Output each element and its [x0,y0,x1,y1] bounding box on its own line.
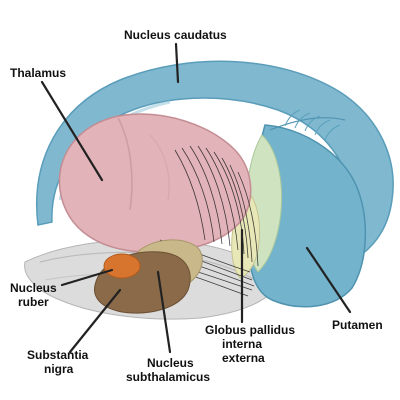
label-nucleus-subthalamicus-line2: subthalamicus [126,370,210,384]
label-globus-pallidus-line1: Globus pallidus [205,323,295,337]
leader-nucleus-ruber [60,268,114,287]
label-substantia-nigra-line2: nigra [44,362,74,376]
label-nucleus-caudatus: Nucleus caudatus [124,28,227,42]
label-nucleus-ruber-line1: Nucleus [10,281,57,295]
label-globus-pallidus-line2: interna [222,337,262,351]
label-globus-pallidus-line3: externa [222,351,265,365]
label-nucleus-subthalamicus-line1: Nucleus [147,356,194,370]
label-thalamus: Thalamus [10,66,66,80]
label-substantia-nigra-line1: Substantia [27,348,89,362]
thalamus-shape [58,113,252,253]
putamen-striations [284,109,341,141]
label-nucleus-ruber-line2: ruber [18,295,49,309]
leader-lines [40,42,352,354]
label-putamen: Putamen [332,318,383,332]
leader-putamen [305,246,352,314]
leader-substantia-nigra [68,288,122,354]
leader-nucleus-caudatus [174,42,180,84]
nucleus-ruber-shape [103,253,141,279]
leader-thalamus [40,80,104,182]
leader-nucleus-subthalamicus [156,270,172,354]
